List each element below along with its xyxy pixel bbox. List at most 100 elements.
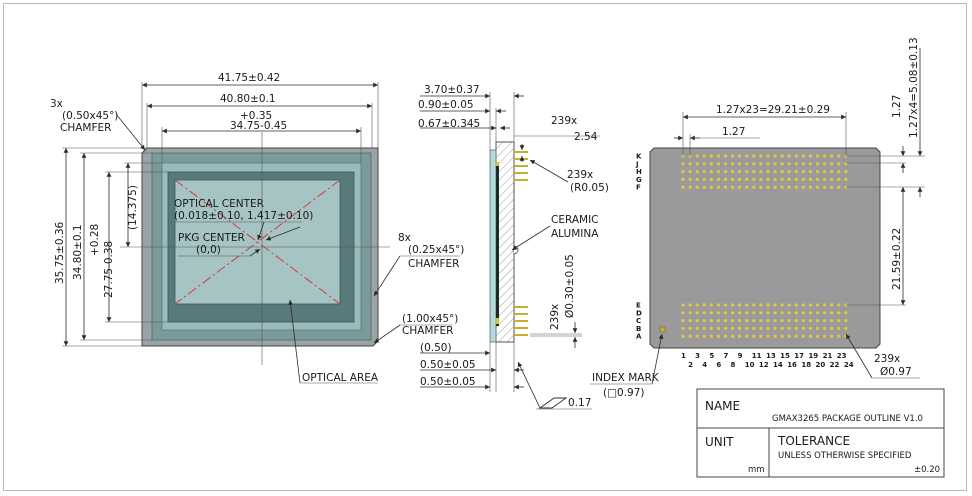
pad xyxy=(681,170,685,174)
pad xyxy=(844,303,848,307)
pad xyxy=(681,326,685,330)
pad xyxy=(823,162,827,166)
pad xyxy=(745,154,749,158)
index-mark xyxy=(659,326,666,333)
pad xyxy=(830,177,834,181)
dim-pin-dia: Ø0.30±0.05 xyxy=(564,254,576,318)
pad xyxy=(695,319,699,323)
pad xyxy=(837,303,841,307)
pad xyxy=(773,334,777,338)
pad xyxy=(695,185,699,189)
side-pins-top xyxy=(514,151,528,181)
pad xyxy=(730,177,735,181)
pad xyxy=(780,334,784,338)
pad xyxy=(794,177,798,181)
pad xyxy=(709,334,713,338)
pad xyxy=(780,303,784,307)
pad xyxy=(780,177,784,181)
pad xyxy=(823,170,827,174)
dim-pitch: 2.54 xyxy=(574,131,598,143)
pad xyxy=(787,303,791,307)
column-number: 11 xyxy=(752,352,762,360)
pad xyxy=(815,326,820,330)
dim-radius-count: 239x xyxy=(567,169,593,181)
pad xyxy=(794,170,798,174)
pad xyxy=(709,162,713,166)
dim-row-gap: 21.59±0.22 xyxy=(891,228,903,290)
pad xyxy=(815,334,820,338)
side-view: 3.70±0.37 0.90±0.05 0.67±0.345 239x 2.54… xyxy=(418,84,609,410)
pad xyxy=(730,326,735,330)
pad xyxy=(716,303,721,307)
pad xyxy=(801,319,805,323)
row-letter: D xyxy=(636,309,642,317)
pad xyxy=(823,303,827,307)
row-letter: H xyxy=(636,168,642,176)
pad xyxy=(752,185,756,189)
pad xyxy=(808,154,813,158)
pad xyxy=(681,303,685,307)
column-number: 8 xyxy=(731,361,736,369)
pad xyxy=(808,303,813,307)
chamfer2-value: (0.25x45°) xyxy=(408,244,464,256)
row-letter: B xyxy=(636,325,641,333)
pad xyxy=(738,303,742,307)
pad xyxy=(837,170,841,174)
pad xyxy=(745,311,749,315)
pad xyxy=(759,154,763,158)
pad xyxy=(681,311,685,315)
pad xyxy=(830,311,834,315)
pad xyxy=(794,311,798,315)
dim-t3: 0.67±0.345 xyxy=(418,118,480,130)
pad xyxy=(773,170,777,174)
column-number: 20 xyxy=(816,361,826,369)
pad xyxy=(801,162,805,166)
pad xyxy=(815,311,820,315)
dim-width-die-tol: +0.35 xyxy=(240,110,272,122)
column-number: 16 xyxy=(787,361,797,369)
pad-array-bottom xyxy=(681,303,848,338)
pad xyxy=(745,319,749,323)
pad xyxy=(702,319,706,323)
pad xyxy=(844,319,848,323)
pad xyxy=(723,311,728,315)
pad xyxy=(695,326,699,330)
pad xyxy=(844,162,848,166)
pad xyxy=(688,170,692,174)
pad xyxy=(780,185,784,189)
pad xyxy=(794,154,798,158)
pad xyxy=(787,177,791,181)
pad xyxy=(787,326,791,330)
pad xyxy=(695,177,699,181)
dim-span-y: 1.27x4=5.08±0.13 xyxy=(908,37,920,138)
pad xyxy=(730,303,735,307)
front-view: 41.75±0.42 40.80±0.1 +0.35 34.75-0.45 35… xyxy=(50,72,464,384)
pad xyxy=(780,162,784,166)
pad xyxy=(709,303,713,307)
side-die-mark-bottom xyxy=(495,318,499,324)
pad xyxy=(766,177,770,181)
title-tol-desc: UNLESS OTHERWISE SPECIFIED xyxy=(778,451,912,461)
pad xyxy=(837,177,841,181)
pad xyxy=(830,334,834,338)
title-unit-label: UNIT xyxy=(705,435,734,449)
pad xyxy=(716,170,721,174)
pad xyxy=(837,326,841,330)
chamfer-value: (0.50x45°) xyxy=(62,110,118,122)
pad xyxy=(730,162,735,166)
pad xyxy=(808,326,813,330)
dim-b3: 0.50±0.05 xyxy=(420,376,476,388)
dim-height-die-tol: +0.28 xyxy=(89,224,101,256)
index-mark-label: INDEX MARK xyxy=(592,372,660,384)
flatness-icon xyxy=(538,397,568,409)
pad xyxy=(752,154,756,158)
pad xyxy=(801,326,805,330)
pad xyxy=(702,334,706,338)
column-number: 24 xyxy=(844,361,854,369)
column-number: 23 xyxy=(837,352,847,360)
pad xyxy=(801,311,805,315)
pad xyxy=(780,311,784,315)
pad xyxy=(738,154,742,158)
pad xyxy=(759,170,763,174)
pad xyxy=(745,326,749,330)
